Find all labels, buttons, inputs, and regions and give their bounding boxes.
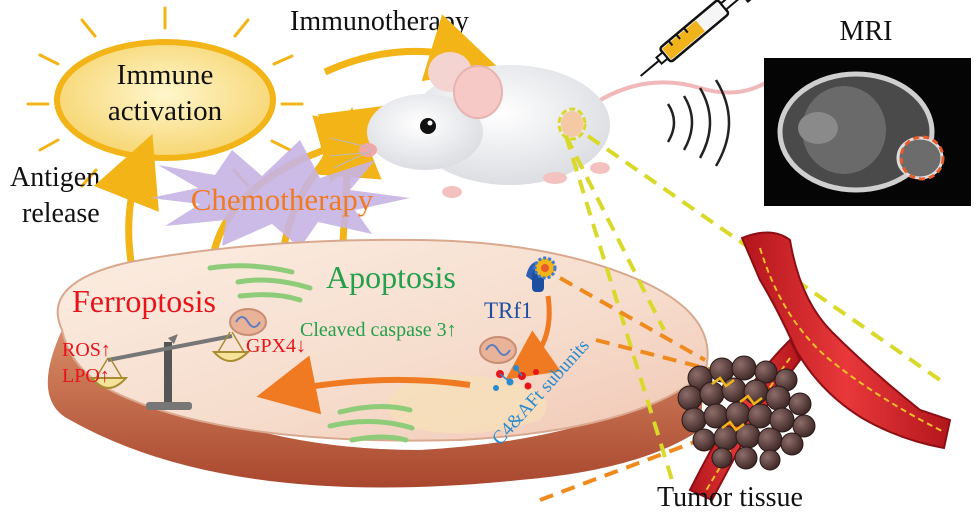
antigen-label-2: release [22,198,100,229]
mouse-whiskers [329,137,373,169]
tumor-tissue-illustration [677,231,952,502]
tumor-mass [677,355,816,471]
tumor-cell: Ferroptosis Apoptosis TRf1 Cleaved caspa… [47,238,709,488]
ros-label: ROS↑ [62,339,111,361]
immune-activation-sun: Immune activation [26,6,304,188]
mouse-tail [583,78,772,112]
cleaved-caspase-label: Cleaved caspase 3↑ [300,319,457,341]
mouse-eye [420,118,436,134]
mouse-ear-front [453,65,503,119]
mri-scan-image [764,58,971,206]
cell-side [47,330,706,488]
apoptosis-label: Apoptosis [326,259,456,295]
mitochondrion-1 [229,308,267,336]
nanoparticle-icon [533,256,557,280]
cell-top [56,238,709,442]
immunotherapy-label: Immunotherapy [290,6,469,37]
mitochondrion-2 [479,336,517,364]
syringe-icon [640,0,754,77]
antigen-label: Antigen [10,162,100,193]
mouse-illustration [329,52,772,198]
immune-activation-label-2: activation [108,95,223,127]
mouse-paws [442,162,610,198]
mri-tumor-marker [899,135,945,181]
balance-scale-icon [89,331,251,410]
immune-activation-ellipse [54,39,276,161]
lpo-label: LPO↑ [62,365,110,387]
subunits-cluster-icon [493,365,539,391]
cell-nucleus [388,375,547,434]
endocytosis-arrow [505,295,561,380]
chemotherapy-label: Chemotherapy [191,182,374,217]
gpx4-label: GPX4↓ [246,335,306,357]
vessel-dashline [759,247,945,433]
mri-label: MRI [840,16,893,47]
tumor-tissue-label: Tumor tissue [657,482,803,513]
mouse-tumor-site [561,111,583,137]
immune-activation-label: Immune [117,59,214,91]
ferroptosis-label: Ferroptosis [72,283,216,319]
endoplasmic-reticulum [207,263,415,443]
mouse-tumor-highlight [557,107,587,141]
signal-waves-icon [666,79,731,167]
ferroptosis-arrow [256,355,471,415]
tumor-nanoparticles [711,376,763,432]
chemotherapy-burst: Chemotherapy [150,140,410,248]
trf1-label: TRf1 [484,298,533,323]
